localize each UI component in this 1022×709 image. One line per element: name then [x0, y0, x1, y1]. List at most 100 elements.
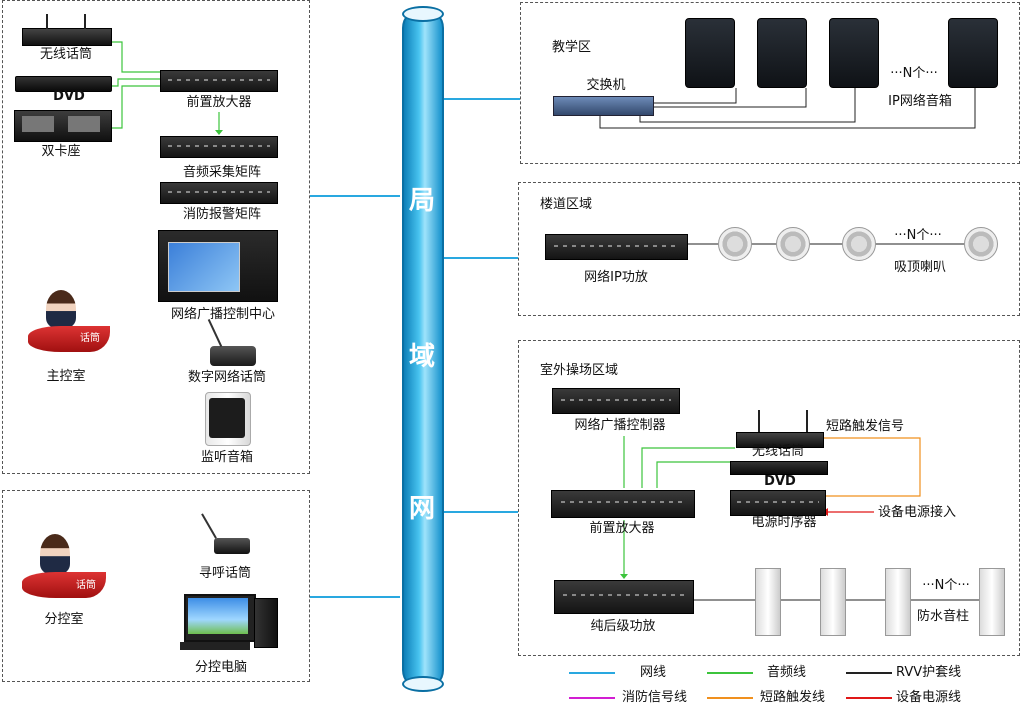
outdoor-preamp-image — [551, 490, 695, 518]
ip-speaker-image — [685, 18, 735, 88]
legend-label-rvv: RVV护套线 — [896, 665, 962, 680]
pc-label: 分控电脑 — [194, 660, 248, 675]
column-speakers-label: 防水音柱 — [916, 609, 970, 624]
ip-speaker-image — [948, 18, 998, 88]
teaching-title: 教学区 — [552, 40, 592, 55]
broadcast-controller-image — [552, 388, 680, 414]
legend-label-power: 设备电源线 — [896, 690, 962, 705]
ceiling-speaker-image — [776, 227, 810, 261]
ip-speaker-image — [757, 18, 807, 88]
power-input-label: 设备电源接入 — [878, 505, 957, 520]
teaching-ellipsis: ···N个··· — [890, 66, 938, 81]
wireless-mic-receiver-image — [22, 28, 112, 46]
operator-desk — [28, 326, 110, 352]
legend-swatch-network — [569, 672, 615, 674]
cassette-slot-icon — [68, 116, 100, 132]
power-sequencer-label: 电源时序器 — [751, 515, 817, 530]
ceiling-speakers-label: 吸顶喇叭 — [893, 260, 947, 275]
ceiling-speaker-image — [718, 227, 752, 261]
outdoor-mic-antenna-icon — [758, 410, 760, 432]
teaching-zone — [520, 2, 1020, 164]
column-speaker-image — [755, 568, 781, 636]
outdoor-wireless-mic-label: 无线话筒 — [751, 444, 805, 459]
column-speaker-image — [885, 568, 911, 636]
broadcast-controller-label: 网络广播控制器 — [574, 418, 666, 433]
wireless-mic-antenna-icon — [84, 14, 86, 29]
cassette-label: 双卡座 — [41, 144, 81, 159]
legend-swatch-rvv — [846, 672, 892, 674]
corridor-ellipsis: ···N个··· — [894, 228, 942, 243]
ip-speakers-label: IP网络音箱 — [888, 94, 952, 109]
legend-swatch-trigger — [707, 697, 753, 699]
outdoor-dvd-image — [730, 461, 828, 475]
cassette-slot-icon — [22, 116, 54, 132]
legend-label-trigger: 短路触发线 — [760, 690, 826, 705]
ceiling-speaker-image — [842, 227, 876, 261]
sub-control-zone — [2, 490, 310, 682]
short-trigger-label: 短路触发信号 — [826, 419, 905, 434]
pc-screen — [188, 598, 248, 634]
monitor-speaker-grille — [209, 398, 245, 438]
control-center-label: 网络广播控制中心 — [170, 307, 276, 322]
legend-label-network: 网线 — [640, 665, 667, 680]
outdoor-mic-antenna-icon — [806, 410, 808, 432]
column-speaker-image — [979, 568, 1005, 636]
audio-matrix-image — [160, 136, 278, 158]
desk-sign-label: 话筒 — [80, 333, 100, 344]
ceiling-speaker-image — [964, 227, 998, 261]
control-center-screen — [168, 242, 240, 292]
outdoor-preamp-label: 前置放大器 — [589, 521, 655, 536]
power-amp-label: 纯后级功放 — [590, 619, 656, 634]
dvd-player-image — [15, 76, 112, 92]
power-amp-image — [554, 580, 694, 614]
paging-mic-image — [214, 538, 250, 554]
legend-label-audio: 音频线 — [767, 665, 807, 680]
sub-operator-avatar — [40, 534, 70, 574]
sub-operator-desk — [22, 572, 106, 598]
digital-mic-label: 数字网络话筒 — [187, 370, 267, 385]
legend-swatch-power — [846, 697, 892, 699]
preamp-image — [160, 70, 278, 92]
audio-matrix-label: 音频采集矩阵 — [182, 165, 262, 180]
fire-matrix-image — [160, 182, 278, 204]
network-switch-image — [553, 96, 654, 116]
outdoor-ellipsis: ···N个··· — [922, 578, 970, 593]
lan-backbone-bottom — [402, 676, 444, 692]
legend-swatch-fire — [569, 697, 615, 699]
lan-backbone-top — [402, 6, 444, 22]
dvd-label: DVD — [53, 89, 85, 104]
main-control-zone — [2, 0, 310, 474]
pc-keyboard-image — [180, 642, 250, 650]
outdoor-title: 室外操场区域 — [540, 363, 619, 378]
column-speaker-image — [820, 568, 846, 636]
outdoor-wireless-mic-image — [736, 432, 824, 448]
digital-mic-image — [210, 346, 256, 366]
corridor-zone — [518, 182, 1020, 316]
legend-label-fire: 消防信号线 — [622, 690, 688, 705]
pc-tower-image — [254, 598, 278, 648]
operator-avatar — [46, 290, 76, 328]
wireless-mic-label: 无线话筒 — [39, 47, 93, 62]
lan-backbone-pipe — [402, 8, 444, 690]
outdoor-zone — [518, 340, 1020, 656]
ip-amp-label: 网络IP功放 — [584, 270, 648, 285]
ip-speaker-image — [829, 18, 879, 88]
paging-mic-label: 寻呼话筒 — [198, 566, 252, 581]
preamp-label: 前置放大器 — [186, 95, 252, 110]
fire-matrix-label: 消防报警矩阵 — [182, 207, 262, 222]
power-sequencer-image — [730, 490, 826, 516]
sub-desk-sign-label: 话筒 — [76, 580, 96, 591]
ip-amp-image — [545, 234, 688, 260]
sub-room-title: 分控室 — [44, 612, 84, 627]
outdoor-dvd-label: DVD — [764, 474, 796, 489]
backbone-char: 域 — [408, 342, 436, 372]
wireless-mic-antenna-icon — [46, 14, 48, 29]
monitor-speaker-label: 监听音箱 — [200, 450, 254, 465]
switch-label: 交换机 — [586, 78, 626, 93]
backbone-char: 局 — [408, 186, 436, 216]
main-room-title: 主控室 — [46, 369, 86, 384]
legend-swatch-audio — [707, 672, 753, 674]
backbone-char: 网 — [408, 494, 436, 524]
corridor-title: 楼道区域 — [540, 197, 593, 212]
